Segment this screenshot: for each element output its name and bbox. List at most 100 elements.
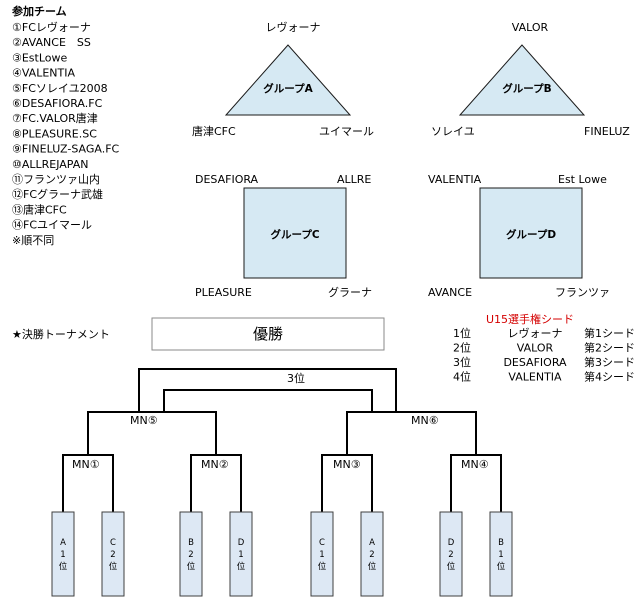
group-b-top-team: VALOR bbox=[512, 21, 549, 34]
group-a-triangle bbox=[224, 44, 352, 116]
match-label-mn1: MN① bbox=[72, 458, 100, 471]
group-d-top-left-team: VALENTIA bbox=[428, 173, 482, 186]
participant-item: ⑬唐津CFC bbox=[12, 202, 67, 216]
group-c-top-left-team: DESAFIORA bbox=[195, 173, 259, 186]
match-label-mn3: MN③ bbox=[333, 458, 361, 471]
mn1-line bbox=[62, 454, 114, 512]
participant-item: ④VALENTIA bbox=[12, 67, 75, 80]
champion-label: 優勝 bbox=[253, 325, 283, 343]
seed-team: レヴォーナ bbox=[508, 326, 563, 340]
group-b: グループB VALOR ソレイユ FINELUZ bbox=[431, 21, 630, 138]
participant-item: ⑪フランツァ山内 bbox=[12, 172, 100, 186]
group-c-bottom-left-team: PLEASURE bbox=[195, 286, 252, 299]
final-bracket-line bbox=[138, 368, 397, 412]
slot-rect bbox=[229, 511, 253, 597]
champion-box bbox=[151, 317, 385, 351]
group-c-label: グループC bbox=[270, 228, 319, 241]
group-c-top-right-team: ALLRE bbox=[337, 173, 371, 186]
seed-rank: 3位 bbox=[453, 355, 471, 369]
seed-label: 第1シード bbox=[584, 326, 635, 340]
third-place-bracket-line bbox=[163, 389, 373, 412]
slot-rect bbox=[310, 511, 334, 597]
seed-rank: 1位 bbox=[453, 326, 471, 340]
seed-table: U15選手権シード 1位 レヴォーナ 第1シード 2位 VALOR 第2シード 3位 DESA… bbox=[453, 312, 635, 384]
slot-rect bbox=[360, 511, 384, 597]
seed-label: 第2シード bbox=[584, 341, 635, 355]
participant-item: ⑧PLEASURE.SC bbox=[12, 127, 97, 140]
mn2-line bbox=[190, 454, 242, 512]
semifinal-left-line bbox=[87, 411, 217, 455]
slot-rect bbox=[51, 511, 75, 597]
group-d-square bbox=[479, 187, 583, 279]
slot-rect bbox=[489, 511, 513, 597]
participant-item: ⑦FC.VALOR唐津 bbox=[12, 111, 98, 125]
slot-rect bbox=[179, 511, 203, 597]
participant-item: ⑥DESAFIORA.FC bbox=[12, 97, 103, 110]
group-c-bottom-right-team: グラーナ bbox=[328, 285, 372, 299]
slot-rect bbox=[101, 511, 125, 597]
bracket-lines bbox=[62, 368, 502, 512]
group-d-bottom-left-team: AVANCE bbox=[428, 286, 472, 299]
seed-table-title: U15選手権シード bbox=[486, 312, 574, 326]
group-b-right-team: FINELUZ bbox=[584, 125, 630, 138]
group-a-right-team: ユイマール bbox=[319, 125, 374, 138]
group-a-top-team: レヴォーナ bbox=[266, 20, 321, 34]
participant-item: ⑫FCグラーナ武雄 bbox=[12, 187, 103, 201]
seed-team: VALOR bbox=[517, 342, 554, 355]
semifinal-right-label: MN⑥ bbox=[411, 414, 439, 427]
group-a: グループA レヴォーナ 唐津CFC ユイマール bbox=[192, 20, 374, 138]
participant-item: ⑤FCソレイユ2008 bbox=[12, 82, 108, 95]
participant-item: ③EstLowe bbox=[12, 51, 68, 64]
participant-item: ⑨FINELUZ-SAGA.FC bbox=[12, 143, 120, 156]
participants-heading: 参加チーム bbox=[12, 4, 67, 18]
group-a-left-team: 唐津CFC bbox=[192, 124, 236, 138]
tournament-heading: ★決勝トーナメント bbox=[12, 327, 110, 341]
seed-label: 第3シード bbox=[584, 355, 635, 369]
seed-rows: 1位 レヴォーナ 第1シード 2位 VALOR 第2シード 3位 DESAFIORA 第3シード… bbox=[453, 326, 635, 384]
participant-list: ①FCレヴォーナ ②AVANCE SS ③EstLowe ④VALENTIA ⑤FCソレ… bbox=[12, 20, 120, 232]
group-d-top-right-team: Est Lowe bbox=[558, 173, 607, 186]
group-b-left-team: ソレイユ bbox=[431, 125, 475, 138]
seed-label: 第4シード bbox=[584, 370, 635, 384]
third-place-label: 3位 bbox=[287, 371, 305, 385]
group-c: グループC DESAFIORA ALLRE PLEASURE グラーナ bbox=[195, 173, 372, 299]
group-c-square bbox=[243, 187, 347, 279]
semifinal-left-label: MN⑤ bbox=[130, 414, 158, 427]
group-b-triangle bbox=[458, 44, 586, 116]
seed-rank: 4位 bbox=[453, 370, 471, 384]
group-d-bottom-right-team: フランツァ bbox=[555, 286, 610, 299]
participants-note: ※順不同 bbox=[12, 234, 54, 247]
seed-rank: 2位 bbox=[453, 341, 471, 355]
slot-rect bbox=[439, 511, 463, 597]
match-label-mn2: MN② bbox=[201, 458, 229, 471]
mn4-line bbox=[450, 454, 502, 512]
group-d-label: グループD bbox=[506, 228, 556, 241]
seed-team: VALENTIA bbox=[508, 371, 562, 384]
group-d: グループD VALENTIA Est Lowe AVANCE フランツァ bbox=[428, 173, 610, 299]
group-b-label: グループB bbox=[502, 82, 551, 95]
participant-item: ②AVANCE SS bbox=[12, 36, 91, 49]
match-label-mn4: MN④ bbox=[461, 458, 489, 471]
participant-item: ⑭FCユイマール bbox=[12, 219, 92, 232]
seed-team: DESAFIORA bbox=[503, 356, 567, 369]
participant-item: ⑩ALLREJAPAN bbox=[12, 158, 89, 171]
participant-item: ①FCレヴォーナ bbox=[12, 20, 91, 34]
group-a-label: グループA bbox=[263, 82, 313, 95]
